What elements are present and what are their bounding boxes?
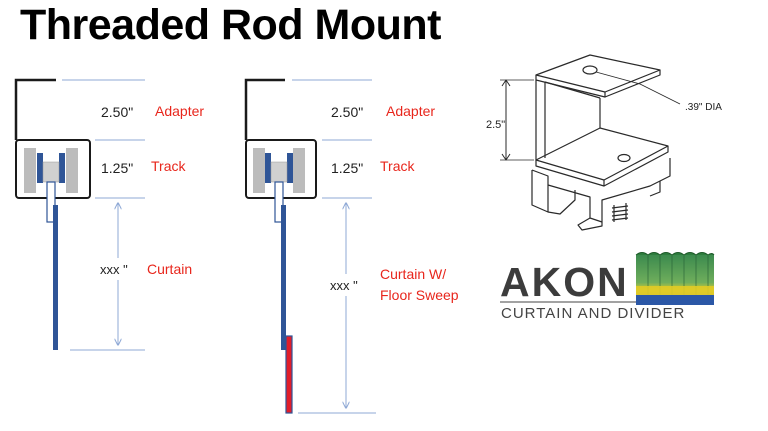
logo-curtain-icon	[635, 252, 715, 305]
page-title: Threaded Rod Mount	[20, 1, 441, 49]
hole-dim-text: .39" DIA	[685, 102, 722, 113]
curtain-panel	[53, 205, 58, 350]
floor-sweep	[285, 335, 293, 414]
threaded-stud	[611, 203, 629, 222]
curtain-label-line1: Curtain W/	[380, 266, 446, 282]
track-wall-left	[24, 148, 36, 193]
height-dim-text: 2.5"	[486, 119, 505, 131]
track-wall-left	[253, 148, 265, 193]
trolley-wheel-left	[265, 153, 271, 183]
adapter-bracket	[244, 78, 285, 140]
adapter-bracket	[14, 78, 56, 140]
dim-label-bg	[96, 258, 140, 280]
track-label: Track	[151, 158, 186, 174]
mount-hole	[617, 153, 631, 163]
adapter-label: Adapter	[386, 103, 435, 119]
curtain-dim-text: xxx "	[100, 262, 128, 277]
akon-logo: AKON CURTAIN AND DIVIDER	[500, 252, 715, 322]
trolley-wheel-left	[37, 153, 43, 183]
bracket-technical-drawing	[500, 54, 681, 231]
bracket-vertical-web	[535, 80, 546, 160]
adapter-label: Adapter	[155, 103, 204, 119]
adapter-dim-text: 2.50"	[331, 104, 363, 120]
trolley-wheel-right	[287, 153, 293, 183]
trolley-wheel-right	[59, 153, 65, 183]
trolley-hanger	[46, 181, 56, 223]
hole-leader-line	[595, 71, 681, 105]
trolley-body	[42, 161, 60, 183]
logo-brand-text: AKON	[500, 259, 629, 305]
mount-hole	[582, 65, 598, 75]
track-dim-text: 1.25"	[331, 160, 363, 176]
trolley-body	[270, 161, 288, 183]
curtain-dim-text: xxx "	[330, 278, 358, 293]
right-mount-diagram: 2.50" Adapter 1.25" Track xxx " Curtain …	[244, 78, 459, 414]
track-dim-text: 1.25"	[101, 160, 133, 176]
track-label: Track	[380, 158, 415, 174]
bracket-top-plate	[535, 54, 661, 93]
curtain-label-line2: Floor Sweep	[380, 287, 459, 303]
curtain-panel	[281, 205, 286, 350]
trolley-hanger	[274, 181, 284, 223]
left-mount-diagram: 2.50" Adapter 1.25" Track xxx " Curtain	[14, 78, 204, 351]
dim-label-bg	[326, 274, 368, 296]
track-wall-right	[66, 148, 78, 193]
track-wall-right	[293, 148, 305, 193]
logo-tagline-text: CURTAIN AND DIVIDER	[501, 305, 685, 322]
adapter-dim-text: 2.50"	[101, 104, 133, 120]
curtain-label: Curtain	[147, 261, 192, 277]
